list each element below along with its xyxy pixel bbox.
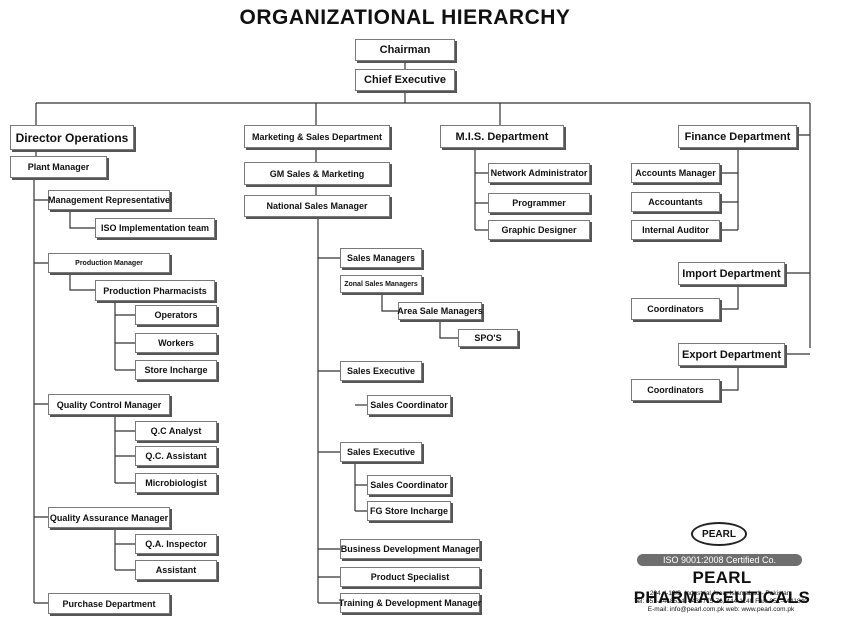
spos-box: SPO'S [458,329,518,347]
store-incharge-box: Store Incharge [135,360,217,380]
company-name: PEARL PHARMACEUTICALS [633,568,811,607]
operators-box: Operators [135,305,217,325]
zonal-sales-managers-box: Zonal Sales Managers [340,275,422,293]
mis-department-box: M.I.S. Department [440,125,564,148]
accounts-manager-box: Accounts Manager [631,163,720,183]
sales-executive-2-box: Sales Executive [340,442,422,462]
production-pharmacists-box: Production Pharmacists [95,280,215,301]
accountants-box: Accountants [631,192,720,212]
company-phone: Tel: 051-4448534, 4434775-76, 444-1140 F… [634,598,808,605]
iso-certification-badge: ISO 9001:2008 Certified Co. [637,554,802,566]
sales-executive-1-box: Sales Executive [340,361,422,381]
chairman-box: Chairman [355,39,455,61]
director-operations-box: Director Operations [10,125,134,150]
national-sales-manager-box: National Sales Manager [244,195,390,217]
microbiologist-box: Microbiologist [135,473,217,493]
training-development-manager-box: Training & Development Manager [339,593,481,613]
sales-managers-box: Sales Managers [340,248,422,268]
import-coordinators-box: Coordinators [631,298,720,320]
qc-manager-box: Quality Control Manager [48,394,170,415]
export-coordinators-box: Coordinators [631,379,720,401]
assistant-box: Assistant [135,560,217,580]
import-department-box: Import Department [678,262,785,285]
network-administrator-box: Network Administrator [488,163,590,183]
product-specialist-box: Product Specialist [340,567,480,587]
pearl-logo: PEARL [691,522,747,546]
company-contact: E-mail: info@pearl.com.pk web: www.pearl… [647,606,795,613]
qc-analyst-box: Q.C Analyst [135,421,217,441]
internal-auditor-box: Internal Auditor [631,220,720,240]
finance-department-box: Finance Department [678,125,797,148]
chief-executive-box: Chief Executive [355,69,455,91]
sales-coordinator-2-box: Sales Coordinator [367,475,451,495]
programmer-box: Programmer [488,193,590,213]
gm-sales-marketing-box: GM Sales & Marketing [244,162,390,185]
business-development-manager-box: Business Development Manager [340,539,480,559]
qa-inspector-box: Q.A. Inspector [135,534,217,554]
page-title: ORGANIZATIONAL HIERARCHY [239,6,571,29]
company-address: 204, I-10/3, Industrial Area, Islamabad … [649,590,793,597]
iso-implementation-team-box: ISO Implementation team [95,218,215,238]
marketing-sales-department-box: Marketing & Sales Department [244,125,390,148]
workers-box: Workers [135,333,217,353]
area-sale-managers-box: Area Sale Managers [397,302,483,320]
fg-store-incharge-box: FG Store Incharge [367,501,451,521]
production-manager-box: Production Manager [48,253,170,273]
purchase-department-box: Purchase Department [48,593,170,614]
qa-manager-box: Quality Assurance Manager [48,507,170,528]
plant-manager-box: Plant Manager [10,156,107,178]
qc-assistant-box: Q.C. Assistant [135,446,217,466]
management-representative-box: Management Representative [48,190,170,210]
graphic-designer-box: Graphic Designer [488,220,590,240]
export-department-box: Export Department [678,343,785,366]
sales-coordinator-1-box: Sales Coordinator [367,395,451,415]
